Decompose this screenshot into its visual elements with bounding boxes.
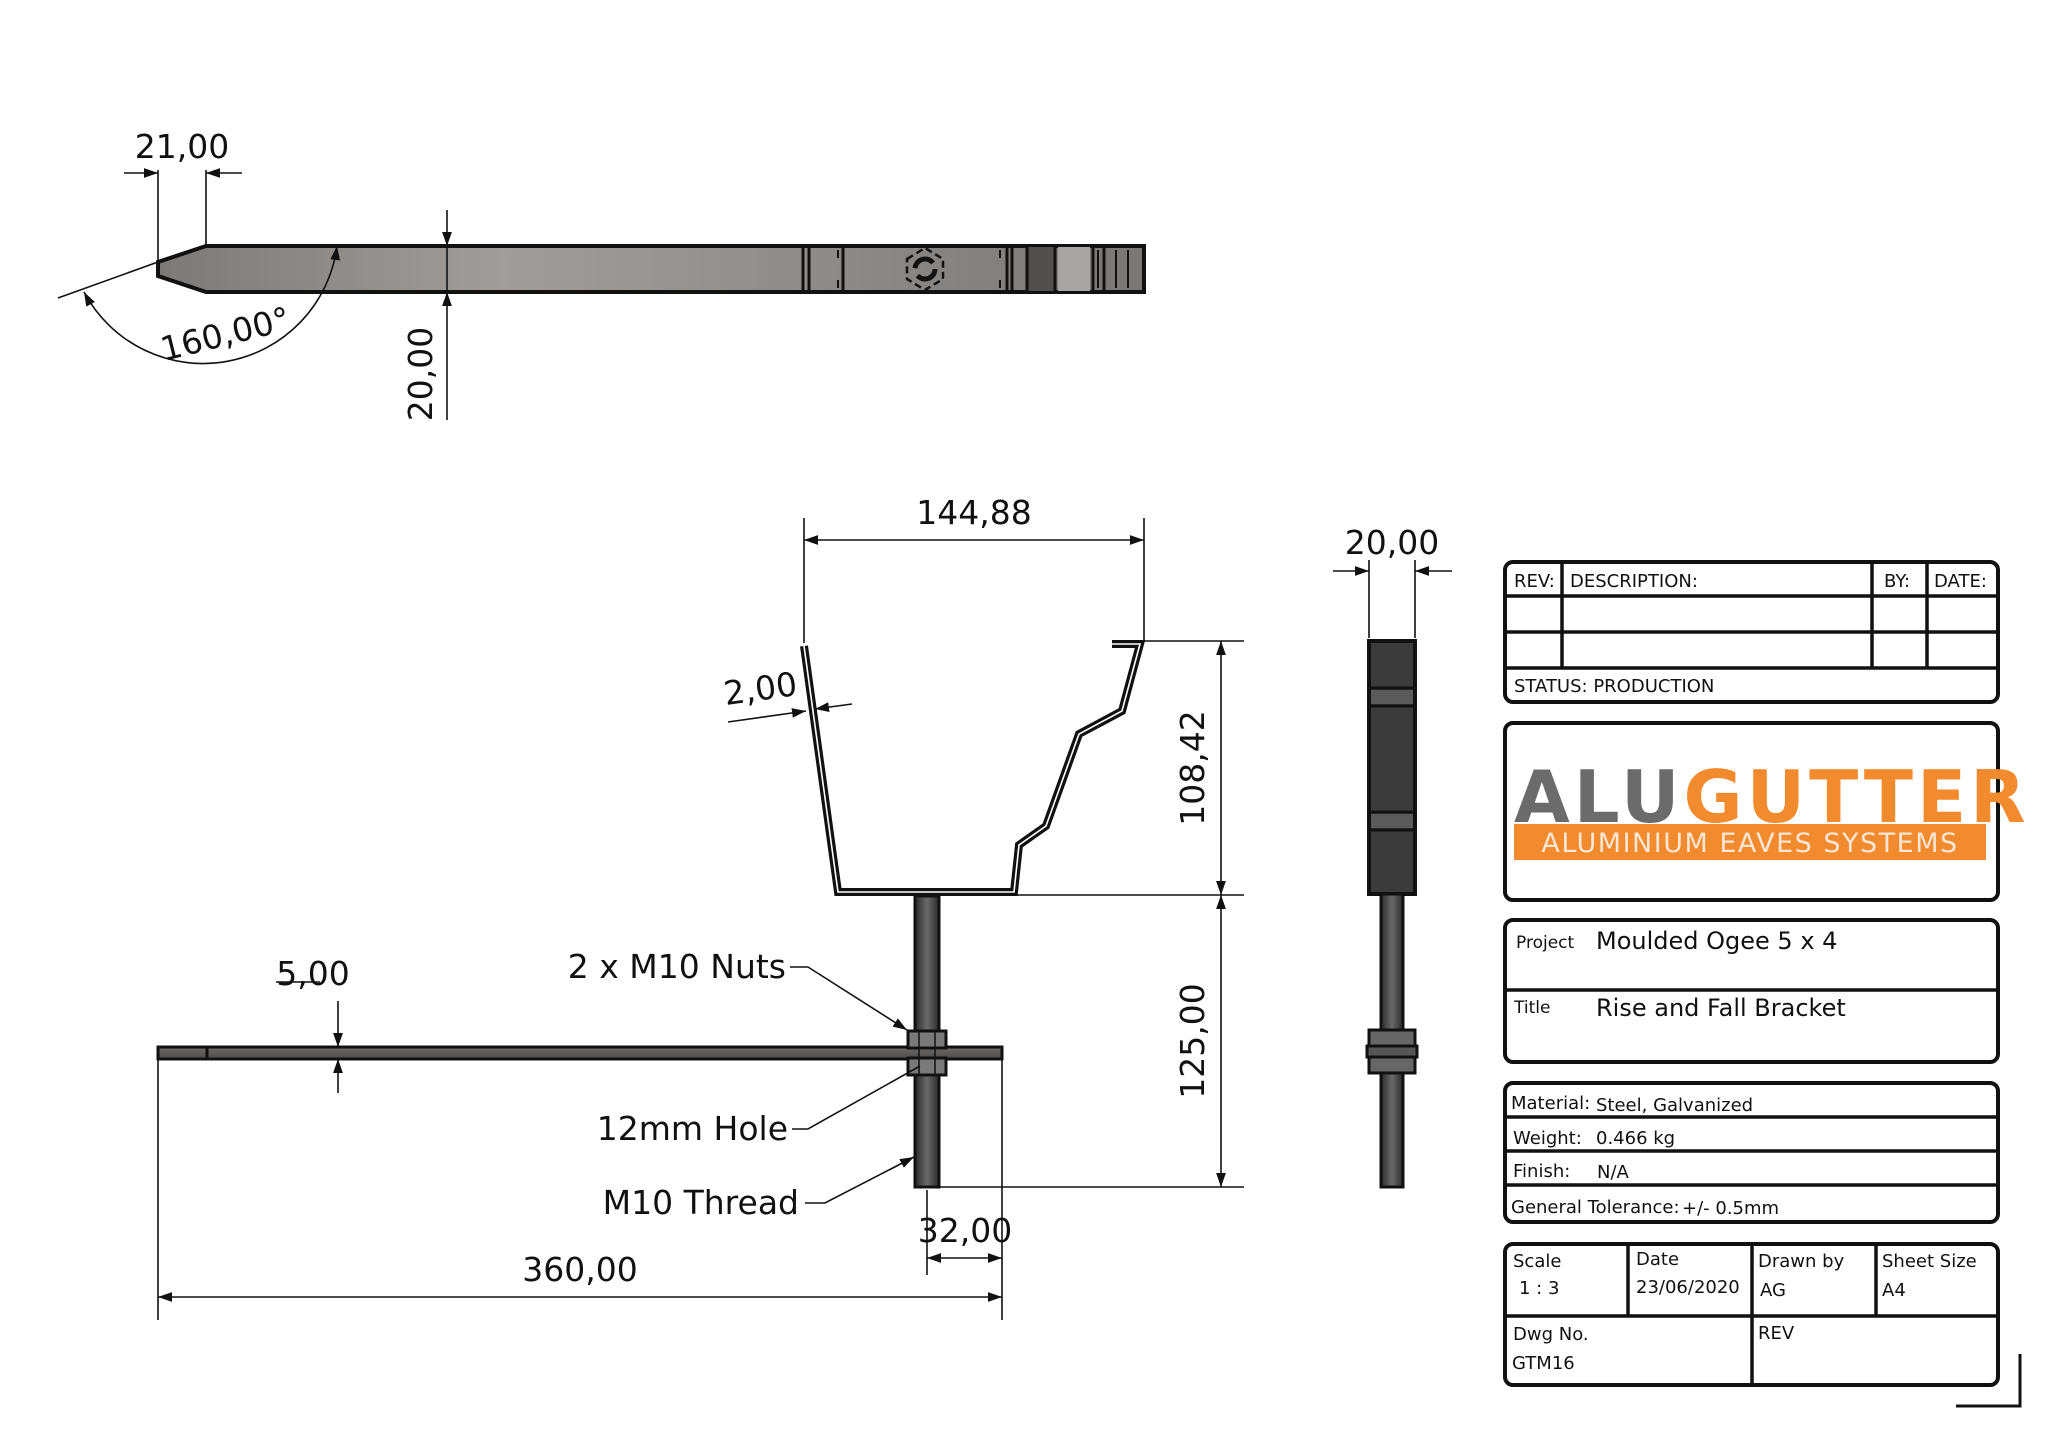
note-thread: M10 Thread bbox=[603, 1183, 799, 1222]
specifications: Material: Steel, Galvanized Weight: 0.46… bbox=[1503, 1081, 2000, 1224]
side-view-nuts bbox=[1365, 1028, 1419, 1075]
sheet-size-value: A4 bbox=[1882, 1280, 1906, 1301]
dwg-no-label: Dwg No. bbox=[1513, 1324, 1589, 1345]
gutter-profile bbox=[800, 640, 1146, 896]
material-label: Material: bbox=[1511, 1093, 1590, 1114]
dim-label-gutter-height: 108,42 bbox=[1173, 710, 1212, 825]
callout-nuts: 2 x M10 Nuts bbox=[568, 947, 908, 1031]
dimension-rod-offset: 32,00 bbox=[918, 1059, 1012, 1320]
dimension-bar-length: 360,00 bbox=[157, 1059, 1002, 1320]
scale-label: Scale bbox=[1513, 1251, 1561, 1272]
callout-thread: M10 Thread bbox=[603, 1156, 915, 1222]
title-block: REV: DESCRIPTION: BY: DATE: STATUS: PROD… bbox=[1503, 560, 2026, 1408]
date-value: 23/06/2020 bbox=[1636, 1277, 1740, 1298]
revision-table: REV: DESCRIPTION: BY: DATE: STATUS: PROD… bbox=[1503, 560, 2000, 704]
sheet-size-label: Sheet Size bbox=[1882, 1251, 1977, 1272]
weight-value: 0.466 kg bbox=[1596, 1128, 1675, 1149]
dim-label-side-width: 20,00 bbox=[1345, 523, 1439, 562]
dimension-chamfer-length: 21,00 bbox=[124, 127, 242, 262]
project-info: Project Moulded Ogee 5 x 4 Title Rise an… bbox=[1503, 918, 2000, 1064]
m10-nuts bbox=[906, 1029, 948, 1077]
dimension-bar-width: 20,00 bbox=[401, 210, 452, 421]
rev-label: REV bbox=[1758, 1323, 1795, 1344]
material-value: Steel, Galvanized bbox=[1596, 1095, 1753, 1116]
callout-hole: 12mm Hole bbox=[597, 1065, 921, 1148]
logo-tagline: ALUMINIUM EAVES SYSTEMS bbox=[1541, 828, 1958, 859]
dim-label-bar-width: 20,00 bbox=[401, 327, 440, 421]
dim-label-bar-thickness: 5,00 bbox=[276, 954, 349, 993]
top-view: 21,00 160,00° 20,00 bbox=[57, 127, 1146, 421]
note-nuts: 2 x M10 Nuts bbox=[568, 947, 786, 986]
dim-label-rod-height: 125,00 bbox=[1173, 983, 1212, 1098]
side-view-bracket-block bbox=[1367, 639, 1417, 896]
by-header: BY: bbox=[1884, 571, 1910, 592]
date-header: DATE: bbox=[1934, 571, 1987, 592]
project-value: Moulded Ogee 5 x 4 bbox=[1596, 927, 1837, 955]
top-view-bar bbox=[156, 244, 1146, 294]
dimension-gutter-width: 144,88 bbox=[803, 493, 1145, 643]
scale-value: 1 : 3 bbox=[1519, 1278, 1559, 1299]
top-view-end-detail bbox=[801, 246, 1129, 292]
dimension-wall-thickness: 2,00 bbox=[721, 664, 853, 723]
tolerance-label: General Tolerance: bbox=[1511, 1197, 1680, 1218]
dim-label-bar-length: 360,00 bbox=[522, 1250, 637, 1289]
company-logo: ALUGUTTER ALUMINIUM EAVES SYSTEMS bbox=[1503, 721, 2026, 902]
weight-label: Weight: bbox=[1513, 1128, 1582, 1149]
nut-hex-icon bbox=[905, 246, 945, 292]
dim-label-chamfer-length: 21,00 bbox=[135, 127, 229, 166]
date-label: Date bbox=[1636, 1249, 1679, 1270]
description-header: DESCRIPTION: bbox=[1570, 571, 1698, 592]
rev-header: REV: bbox=[1514, 571, 1555, 592]
title-value: Rise and Fall Bracket bbox=[1596, 994, 1846, 1022]
note-hole: 12mm Hole bbox=[597, 1109, 788, 1148]
flat-bar bbox=[156, 1045, 1004, 1061]
project-label: Project bbox=[1516, 933, 1574, 953]
status-text: STATUS: PRODUCTION bbox=[1514, 676, 1714, 697]
side-view: 20,00 bbox=[1333, 523, 1452, 1189]
tolerance-value: +/- 0.5mm bbox=[1682, 1198, 1779, 1219]
drawn-by-value: AG bbox=[1760, 1280, 1786, 1301]
drawing-info: Scale 1 : 3 Date 23/06/2020 Drawn by AG … bbox=[1503, 1242, 2000, 1387]
sheet-corner-mark bbox=[1956, 1354, 2022, 1408]
finish-value: N/A bbox=[1597, 1162, 1630, 1183]
dim-label-gutter-width: 144,88 bbox=[916, 493, 1031, 532]
dimension-bar-thickness: 5,00 bbox=[276, 954, 350, 1093]
front-view: 144,88 2,00 108,42 125,00 5,00 bbox=[156, 493, 1244, 1320]
dimension-heights: 108,42 125,00 bbox=[939, 640, 1244, 1188]
logo-tagline-band bbox=[1514, 824, 1986, 860]
title-label: Title bbox=[1513, 998, 1550, 1018]
dim-label-chamfer-angle: 160,00° bbox=[156, 299, 293, 369]
finish-label: Finish: bbox=[1513, 1161, 1570, 1182]
dimension-side-width: 20,00 bbox=[1333, 523, 1452, 638]
dim-label-wall-thickness: 2,00 bbox=[721, 664, 799, 713]
drawn-by-label: Drawn by bbox=[1758, 1251, 1845, 1272]
dwg-no-value: GTM16 bbox=[1512, 1353, 1575, 1374]
dim-label-rod-offset: 32,00 bbox=[918, 1211, 1012, 1250]
